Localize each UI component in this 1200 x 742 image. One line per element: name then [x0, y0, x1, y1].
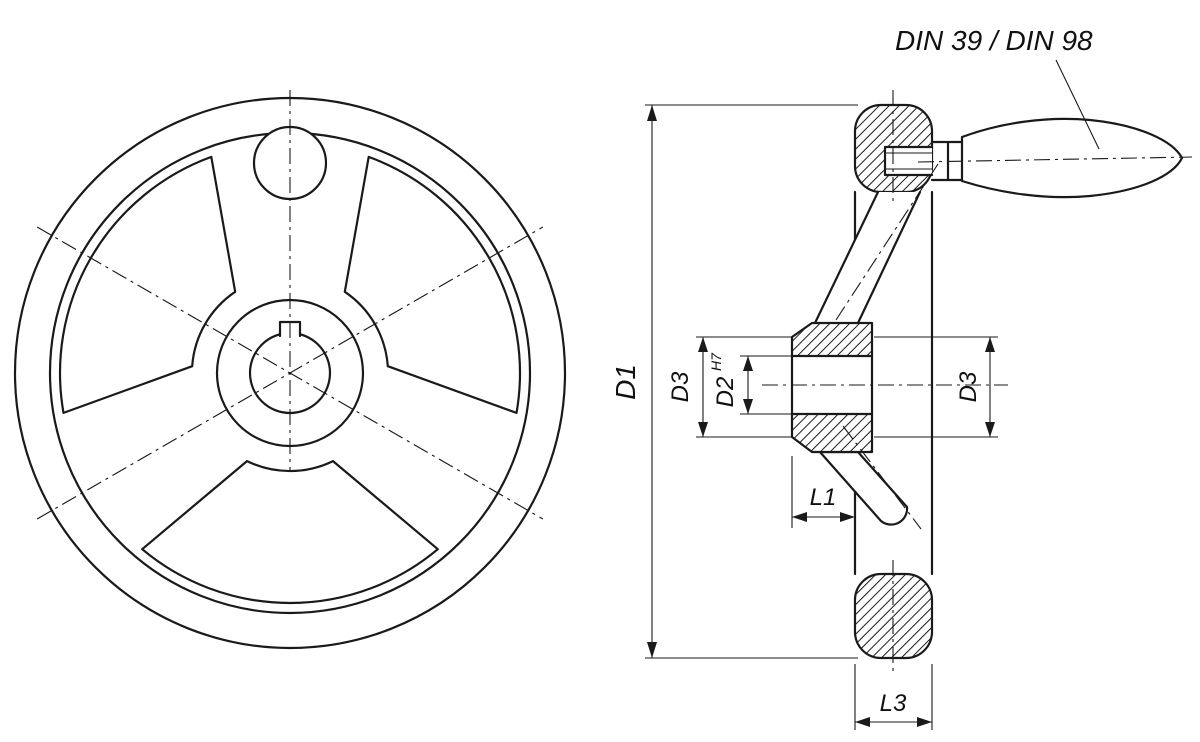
- din-note-leader-line: [1055, 59, 1100, 150]
- hub-section-hatch-top: [791, 322, 873, 357]
- dim-d2-arrows: [743, 356, 753, 414]
- dim-d3-left-lines: [696, 336, 792, 438]
- spoke-opening-bottom: [141, 460, 439, 605]
- dim-label-d1: D1: [610, 364, 641, 400]
- dim-label-l3: L3: [880, 690, 907, 717]
- spoke-upper-fill: [815, 192, 920, 323]
- dim-d3-right: D3: [874, 336, 998, 438]
- grip-thread-hole: [883, 145, 934, 177]
- side-view: [762, 90, 1193, 674]
- side-center-lines: [762, 90, 1193, 674]
- rim-section-bottom: [853, 572, 934, 660]
- dim-d3-left: D3: [667, 336, 792, 438]
- dim-l1: L1: [791, 456, 855, 528]
- spoke-opening-upper-left: [58, 155, 237, 414]
- dim-l1-arrows: [792, 512, 855, 522]
- spoke-upper: [813, 190, 922, 325]
- dim-l3: L3: [854, 664, 933, 730]
- spoke-lower: [818, 450, 909, 526]
- front-view: [13, 90, 567, 650]
- grip-thread-hole-fill: [885, 147, 932, 175]
- grip-handle: [960, 117, 1184, 199]
- hub-bore-lines: [790, 354, 874, 416]
- spoke-opening-upper-right: [343, 155, 522, 414]
- front-center-lines: [36, 90, 544, 520]
- dim-label-d2-tolerance: H7: [708, 352, 724, 371]
- dim-label-d3-left: D3: [667, 371, 694, 402]
- dim-label-d2: D2: [712, 377, 739, 408]
- annotation: DIN 39 / DIN 98: [895, 25, 1100, 150]
- dim-d3-right-lines: [874, 336, 998, 438]
- dim-d1: D1: [610, 104, 858, 659]
- dimensions: D1 D3 D2 H7 D3 L1 L3: [610, 104, 998, 730]
- dim-label-l1: L1: [810, 484, 837, 511]
- dim-d1-lines: [645, 104, 858, 659]
- dim-d2: D2 H7: [708, 352, 792, 415]
- dim-label-d3-right: D3: [955, 371, 982, 402]
- hub-section-hatch-bottom: [791, 413, 873, 453]
- din-note: DIN 39 / DIN 98: [895, 25, 1093, 56]
